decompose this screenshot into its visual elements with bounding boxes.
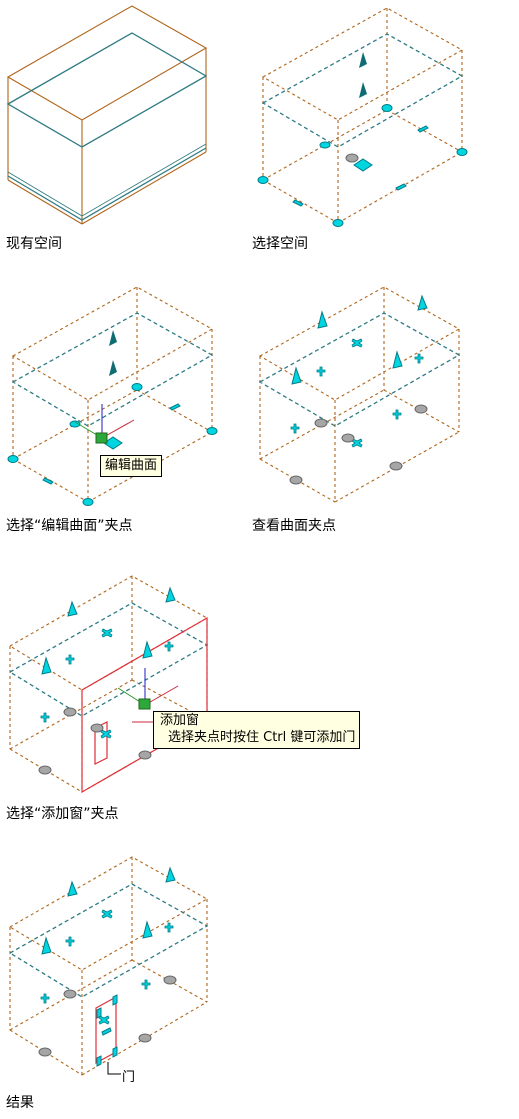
existing-space-figure — [6, 5, 208, 225]
face-grip-icon[interactable] — [417, 294, 428, 311]
caption-select-add-window-grip: 选择“添加窗”夹点 — [6, 806, 119, 822]
caption-existing-space: 现有空间 — [6, 236, 62, 252]
face-grip-icon[interactable] — [41, 936, 52, 955]
cross-grip-icon[interactable] — [40, 993, 50, 1004]
add-window-tooltip-hint: 选择夹点时按住 Ctrl 键可添加门 — [168, 730, 356, 745]
face-grip-icon[interactable] — [142, 920, 153, 939]
caption-result: 结果 — [6, 1095, 34, 1111]
gray-grip-icon[interactable] — [414, 404, 428, 414]
face-grip-icon[interactable] — [67, 880, 78, 897]
triangle-grip-icon[interactable] — [359, 52, 367, 68]
face-grip-icon[interactable] — [67, 600, 78, 617]
face-grip-icon[interactable] — [317, 310, 328, 329]
gray-grip-icon[interactable] — [38, 1047, 52, 1057]
gray-grip-icon[interactable] — [138, 1033, 152, 1043]
face-grip-icon[interactable] — [165, 866, 176, 883]
result-grips[interactable] — [38, 866, 177, 1067]
door-grip-icon[interactable] — [112, 994, 118, 1006]
cross-grip-icon[interactable] — [290, 423, 300, 434]
gray-grip-icon[interactable] — [90, 723, 104, 733]
cross-grip-icon[interactable] — [101, 628, 113, 638]
add-window-tooltip: 添加窗 选择夹点时按住 Ctrl 键可添加门 — [153, 711, 361, 749]
ceiling-plane — [6, 32, 208, 148]
surface-grips[interactable] — [289, 294, 428, 485]
cross-grip-icon[interactable] — [164, 641, 174, 652]
space-grips[interactable] — [257, 52, 468, 227]
door-callout-label: 门 — [122, 1070, 136, 1085]
gray-grip-icon[interactable] — [38, 765, 52, 775]
door-grip-icon[interactable] — [112, 1046, 118, 1058]
vertex-grip-icon[interactable] — [131, 383, 143, 391]
gray-grip-icon[interactable] — [63, 989, 77, 999]
vertex-grip-icon[interactable] — [206, 427, 218, 435]
gray-grip-icon[interactable] — [341, 433, 355, 443]
triangle-grip-icon[interactable] — [359, 82, 367, 98]
vertex-grip-icon[interactable] — [381, 104, 393, 112]
cross-grip-icon[interactable] — [65, 654, 75, 665]
gray-grip-icon[interactable] — [163, 975, 177, 985]
diamond-grip-icon[interactable] — [353, 158, 373, 172]
edit-surface-cursor-axes — [74, 404, 135, 450]
add-window-grips[interactable] — [38, 586, 176, 775]
cross-grip-icon[interactable] — [98, 1015, 110, 1025]
edit-surface-grips[interactable] — [7, 330, 218, 506]
cross-grip-icon[interactable] — [100, 729, 112, 739]
triangle-grip-icon[interactable] — [109, 330, 117, 346]
edge-grip-icon[interactable] — [292, 199, 304, 207]
select-space-figure — [257, 7, 468, 227]
gray-grip-icon[interactable] — [314, 418, 328, 428]
selected-grip-icon[interactable] — [95, 432, 108, 444]
add-window-cursor-axes — [117, 668, 179, 723]
cross-grip-icon[interactable] — [351, 438, 363, 448]
result-figure — [8, 856, 209, 1076]
add-window-tooltip-title: 添加窗 — [160, 713, 200, 728]
cross-grip-icon[interactable] — [141, 979, 151, 990]
door-grip-icon[interactable] — [96, 1007, 102, 1019]
edge-grip-icon[interactable] — [417, 125, 429, 133]
cross-grip-icon[interactable] — [164, 922, 174, 933]
face-grip-icon[interactable] — [392, 350, 403, 369]
face-grip-icon[interactable] — [142, 640, 153, 659]
gray-grip-icon[interactable] — [138, 750, 152, 760]
edit-surface-tooltip: 编辑曲面 — [100, 455, 163, 477]
door-grip-icon[interactable] — [101, 1027, 112, 1036]
add-window-figure — [8, 575, 209, 794]
gray-grip-icon[interactable] — [63, 707, 77, 717]
door-grip-icon[interactable] — [96, 1055, 102, 1067]
cross-grip-icon[interactable] — [316, 366, 326, 377]
gray-grip-icon[interactable] — [345, 153, 359, 163]
edge-grip-icon[interactable] — [395, 183, 407, 191]
edge-grip-icon[interactable] — [42, 477, 54, 485]
cross-grip-icon[interactable] — [65, 936, 75, 947]
caption-select-space: 选择空间 — [252, 236, 308, 252]
gray-grip-icon[interactable] — [289, 475, 303, 485]
gray-grip-icon[interactable] — [389, 461, 403, 471]
face-grip-icon[interactable] — [41, 656, 52, 675]
cross-grip-icon[interactable] — [101, 909, 113, 919]
caption-select-edit-surface-grip: 选择“编辑曲面”夹点 — [6, 518, 133, 534]
vertex-grip-icon[interactable] — [69, 420, 81, 428]
face-grip-icon[interactable] — [291, 366, 302, 385]
edge-grip-icon[interactable] — [169, 403, 181, 411]
box-top-edge — [6, 5, 208, 121]
caption-view-surface-grips: 查看曲面夹点 — [252, 518, 336, 534]
vertex-grip-icon[interactable] — [332, 219, 344, 227]
door-callout-leader — [107, 1062, 121, 1075]
vertex-grip-icon[interactable] — [82, 498, 94, 506]
vertex-grip-icon[interactable] — [7, 455, 19, 463]
vertex-grip-icon[interactable] — [319, 141, 331, 149]
cross-grip-icon[interactable] — [414, 353, 424, 364]
cross-grip-icon[interactable] — [392, 409, 402, 420]
surface-grips-figure — [258, 286, 461, 503]
cross-grip-icon[interactable] — [351, 338, 363, 348]
vertex-grip-icon[interactable] — [456, 148, 468, 156]
triangle-grip-icon[interactable] — [109, 360, 117, 376]
edit-surface-figure — [7, 286, 218, 506]
selected-grip-icon[interactable] — [138, 698, 151, 710]
cross-grip-icon[interactable] — [40, 712, 50, 723]
vertex-grip-icon[interactable] — [257, 176, 269, 184]
edit-surface-tooltip-text: 编辑曲面 — [105, 458, 158, 473]
face-grip-icon[interactable] — [165, 586, 176, 603]
